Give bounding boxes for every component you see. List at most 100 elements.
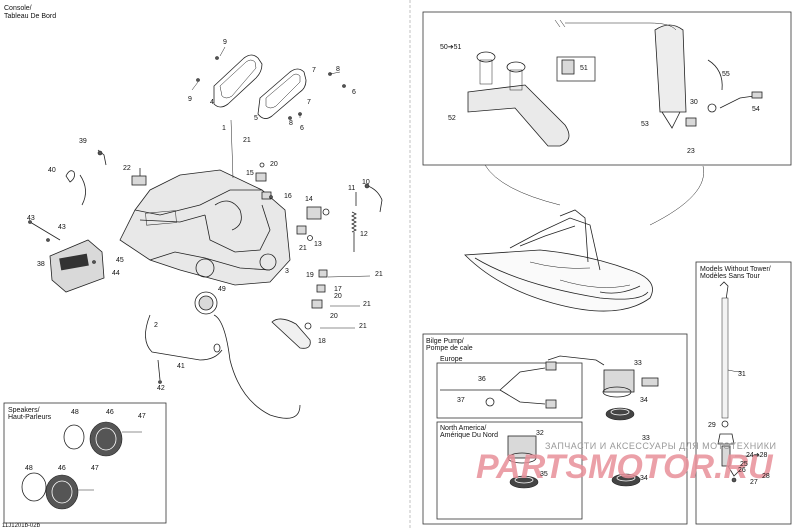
callout-label-c21c: 21 — [375, 271, 383, 278]
callout-label-r5051: 50➔51 — [440, 44, 462, 51]
callout-label-c39: 39 — [79, 138, 87, 145]
callout-label-r52: 52 — [448, 115, 456, 122]
callout-label-b37: 37 — [457, 397, 465, 404]
callout-label-b36: 36 — [478, 376, 486, 383]
callout-label-r55: 55 — [722, 71, 730, 78]
callout-label-c20c: 20 — [330, 313, 338, 320]
callout-label-b33a: 33 — [634, 360, 642, 367]
footer-code: 11J1201b-02b — [2, 523, 41, 529]
callout-label-t2428: 24➔28 — [746, 452, 768, 459]
callout-label-t31: 31 — [738, 371, 746, 378]
callout-label-c9b: 9 — [188, 96, 192, 103]
callout-label-c14: 14 — [305, 196, 313, 203]
callout-label-t28: 28 — [762, 473, 770, 480]
callout-label-c13: 13 — [314, 241, 322, 248]
callout-label-r23: 23 — [687, 148, 695, 155]
bilge-line2: Pompe de cale — [426, 345, 473, 352]
callout-label-c44: 44 — [112, 270, 120, 277]
right-top-box — [422, 11, 792, 166]
leader-curve-right — [649, 165, 704, 226]
callout-label-c38: 38 — [37, 261, 45, 268]
callout-label-c4: 4 — [210, 99, 214, 106]
callout-label-c6a: 6 — [352, 89, 356, 96]
callout-label-s46b: 46 — [58, 465, 66, 472]
callout-label-c12: 12 — [360, 231, 368, 238]
callout-label-c11: 11 — [348, 185, 355, 192]
callout-label-c19: 19 — [306, 272, 314, 279]
callout-label-c41: 41 — [177, 363, 185, 370]
callout-label-c8a: 8 — [336, 66, 340, 73]
boat-illustration — [464, 209, 653, 312]
bilge-na1: North America/ — [440, 425, 486, 432]
callout-label-c40: 40 — [48, 167, 56, 174]
bilge-box — [422, 333, 688, 525]
callout-label-r54: 54 — [752, 106, 760, 113]
wire-harness — [145, 314, 301, 419]
callout-label-c20a: 20 — [270, 161, 278, 168]
callout-label-c1: 1 — [222, 125, 226, 132]
callout-label-c21d: 21 — [363, 301, 371, 308]
callout-label-c9a: 9 — [223, 39, 227, 46]
speaker-ring — [194, 291, 218, 315]
callout-label-c43b: 43 — [58, 224, 66, 231]
callout-label-c3: 3 — [285, 268, 289, 275]
callout-label-s47b: 47 — [91, 465, 99, 472]
callout-label-c10: 10 — [362, 179, 370, 186]
tower-box — [695, 261, 792, 525]
callout-label-s46a: 46 — [106, 409, 114, 416]
cluster-screws — [191, 46, 346, 120]
callout-label-t27: 27 — [750, 479, 758, 486]
callout-label-c42: 42 — [157, 385, 165, 392]
radio-unit — [28, 220, 105, 293]
callout-label-c20b: 20 — [334, 293, 342, 300]
callout-label-c21a: 21 — [243, 137, 251, 144]
gauge-cluster-left — [213, 54, 263, 108]
callout-label-c16: 16 — [284, 193, 292, 200]
watermark-brand: PARTSMOTOR.RU — [476, 448, 774, 486]
callout-label-t25: 25 — [740, 461, 748, 468]
leader-curve-left — [484, 164, 561, 206]
callout-label-r53: 53 — [641, 121, 649, 128]
callout-label-c49: 49 — [218, 286, 226, 293]
callout-label-t26: 26 — [738, 467, 746, 474]
speakers-box — [3, 402, 167, 524]
callout-label-b32: 32 — [536, 430, 544, 437]
callout-label-s48a: 48 — [71, 409, 79, 416]
callout-label-b34b: 34 — [640, 475, 648, 482]
callout-label-t29: 29 — [708, 422, 716, 429]
callout-label-c6b: 6 — [300, 125, 304, 132]
callout-label-s48b: 48 — [25, 465, 33, 472]
bilge-na2: Amérique Du Nord — [440, 432, 498, 439]
lid-part — [271, 269, 371, 349]
callout-label-c17: 17 — [334, 286, 342, 293]
callout-label-b35: 35 — [540, 471, 548, 478]
tower-line1: Models Without Tower/ — [700, 266, 771, 273]
callout-label-s47a: 47 — [138, 413, 146, 420]
callout-label-c7a: 7 — [312, 67, 316, 74]
callout-label-c8b: 8 — [289, 120, 293, 127]
callout-label-b33b: 33 — [642, 435, 650, 442]
callout-label-c2: 2 — [154, 322, 158, 329]
console-body — [119, 119, 291, 286]
speakers-line2: Haut-Parleurs — [8, 414, 52, 421]
callout-label-c18: 18 — [318, 338, 326, 345]
watermark-tagline: ЗАПЧАСТИ И АКСЕССУАРЫ ДЛЯ МОТОТЕХНИКИ — [545, 441, 776, 451]
callout-label-c45: 45 — [116, 257, 124, 264]
gauge-cluster-right — [257, 68, 307, 119]
callout-label-c21e: 21 — [359, 323, 367, 330]
title-line2: Tableau De Bord — [4, 13, 56, 20]
callout-label-c22: 22 — [123, 165, 131, 172]
speakers-line1: Speakers/ — [8, 407, 40, 414]
bilge-line1: Bilge Pump/ — [426, 338, 464, 345]
callout-label-c15: 15 — [246, 170, 254, 177]
callout-label-c7b: 7 — [307, 99, 311, 106]
callout-label-c43a: 43 — [27, 215, 35, 222]
tower-line2: Modèles Sans Tour — [700, 273, 760, 280]
console-small-parts — [65, 149, 383, 252]
callout-label-b34a: 34 — [640, 397, 648, 404]
callout-label-c21b: 21 — [299, 245, 307, 252]
title-line1: Console/ — [4, 5, 32, 12]
callout-label-r30: 30 — [690, 99, 698, 106]
